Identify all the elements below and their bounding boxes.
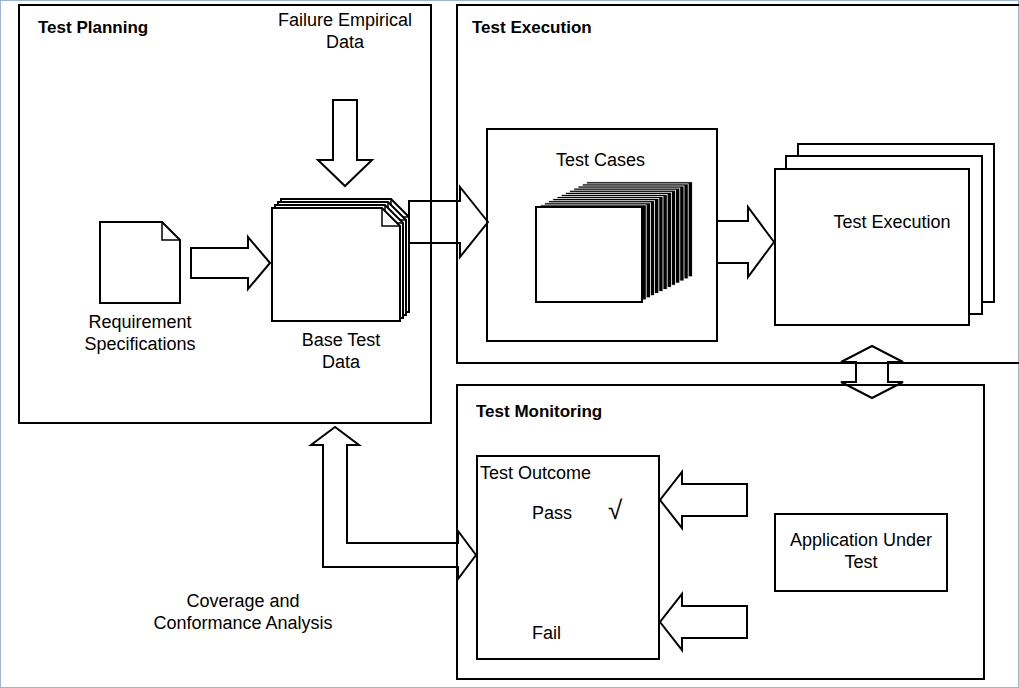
execution-box: Test Execution bbox=[774, 168, 970, 326]
arrow-outline bbox=[335, 445, 458, 555]
arrow-fill bbox=[335, 442, 461, 555]
document-fold bbox=[382, 208, 400, 226]
document-shape bbox=[100, 222, 180, 303]
card-front bbox=[536, 207, 642, 302]
arrow-head bbox=[748, 207, 774, 277]
input-arrow bbox=[318, 100, 372, 186]
arrow-fill bbox=[679, 485, 746, 515]
document-label: Requirement Specifications bbox=[80, 312, 200, 355]
edge-label: Coverage and Conformance Analysis bbox=[143, 591, 343, 634]
planning-panel: Test PlanningRequirement Specifications B… bbox=[18, 4, 432, 424]
block-arrow bbox=[311, 427, 476, 579]
box-label: Application Under Test bbox=[786, 530, 936, 573]
check-mark: √ bbox=[608, 495, 622, 526]
document-label: Base Test Data bbox=[296, 330, 386, 373]
execution-panel: Test ExecutionTest CasesTest Execution bbox=[456, 4, 1019, 364]
arrow-fill bbox=[718, 222, 751, 262]
document-icon: Requirement Specifications bbox=[80, 222, 206, 367]
arrow-head bbox=[248, 237, 270, 289]
arrow-fill bbox=[679, 607, 746, 637]
outcome-box: Test OutcomePass √ Fail bbox=[476, 455, 660, 660]
block-arrow bbox=[190, 237, 270, 289]
panel-title: Test Planning bbox=[38, 18, 148, 38]
document-fold bbox=[162, 222, 180, 240]
block-arrow bbox=[660, 472, 748, 528]
arrow-fill bbox=[192, 249, 251, 277]
block-arrow bbox=[716, 207, 774, 277]
block-arrow bbox=[660, 594, 748, 650]
box-title: Test Cases bbox=[556, 150, 645, 172]
monitoring-panel: Test MonitoringTest OutcomePass √ Fail Appl… bbox=[456, 384, 985, 680]
test-cases-box: Test Cases bbox=[486, 128, 718, 342]
arrow-head bbox=[660, 472, 682, 528]
arrow-head bbox=[660, 594, 682, 650]
document-shape bbox=[272, 208, 400, 321]
arrow-head bbox=[460, 187, 488, 257]
document-stack: Base Test Data bbox=[268, 190, 414, 379]
box-label: Test Execution bbox=[832, 212, 952, 234]
outcome-fail: Fail bbox=[532, 623, 561, 645]
input-label: Failure Empirical Data bbox=[275, 10, 415, 53]
box-title: Test Outcome bbox=[480, 463, 591, 485]
application-box: Application Under Test bbox=[774, 513, 948, 592]
block-arrow bbox=[408, 187, 488, 257]
outcome-pass: Pass bbox=[532, 503, 572, 525]
block-arrow bbox=[841, 346, 903, 398]
panel-title: Test Monitoring bbox=[476, 402, 602, 422]
panel-title: Test Execution bbox=[472, 18, 592, 38]
